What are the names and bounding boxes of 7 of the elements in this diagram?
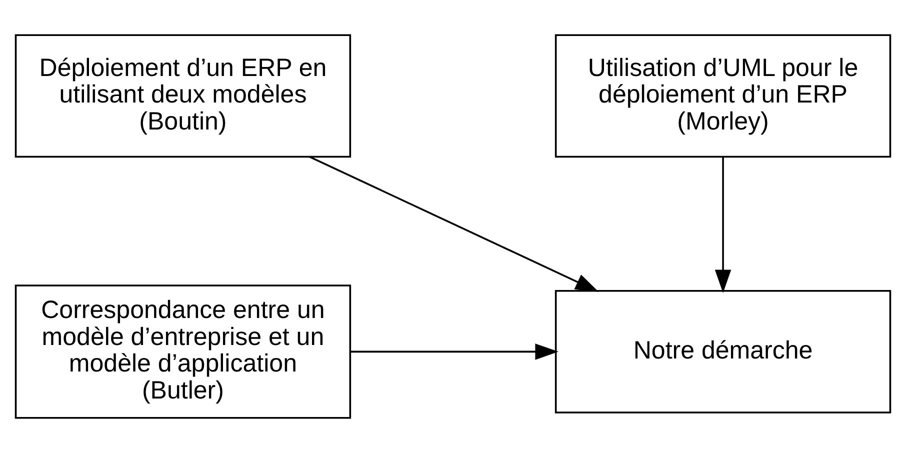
arrow [714, 156, 732, 292]
arrow [309, 156, 599, 292]
node-box: Correspondance entre un modèle d’entreprise et un modèle d’application (Butler) [14, 284, 352, 418]
node-box: Déploiement d’un ERP en utilisant deux modèles (Boutin) [14, 34, 352, 158]
node-box: Utilisation d’UML pour le déploiement d’un ERP (Morley) [554, 34, 892, 158]
arrow [350, 343, 558, 360]
node-box: Notre démarche [554, 289, 892, 413]
